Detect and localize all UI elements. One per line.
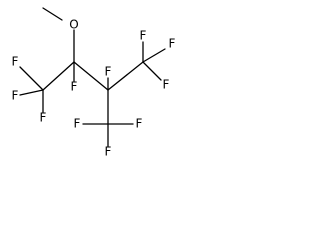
bond-methyl-o [42, 7, 63, 21]
bond-c4-f-upper [142, 48, 166, 63]
atom-label-fluorine-c3: F [105, 65, 112, 79]
bond-c3-c4 [107, 61, 144, 91]
atom-label-fluorine-right-top: F [140, 29, 147, 43]
atom-label-fluorine-left-mid: F [12, 89, 19, 103]
bond-c1-f-mid [19, 89, 44, 96]
atom-label-fluorine-bottom-left: F [74, 117, 81, 131]
atom-label-fluorine-left-bot: F [40, 111, 47, 125]
atom-label-layer: O F F F F F F F F F F F [12, 18, 176, 159]
atom-label-fluorine-bottom-mid: F [105, 145, 112, 159]
bond-c4-f-mid [142, 61, 162, 81]
molecule-drawing: O F F F F F F F F F F F [12, 7, 176, 159]
atom-label-fluorine-left-top: F [12, 55, 19, 69]
bond-c1-f-top [19, 66, 44, 91]
atom-label-fluorine-bottom-right: F [136, 117, 143, 131]
bond-c1-c2 [42, 61, 75, 91]
atom-label-fluorine-right-mid: F [163, 78, 170, 92]
bond-layer [19, 7, 166, 147]
atom-label-oxygen: O [69, 18, 78, 32]
atom-label-fluorine-right-upper: F [169, 37, 176, 51]
bond-c2-c3 [73, 61, 109, 91]
structure-diagram: O F F F F F F F F F F F [0, 0, 188, 173]
atom-label-fluorine-c2: F [71, 80, 78, 94]
